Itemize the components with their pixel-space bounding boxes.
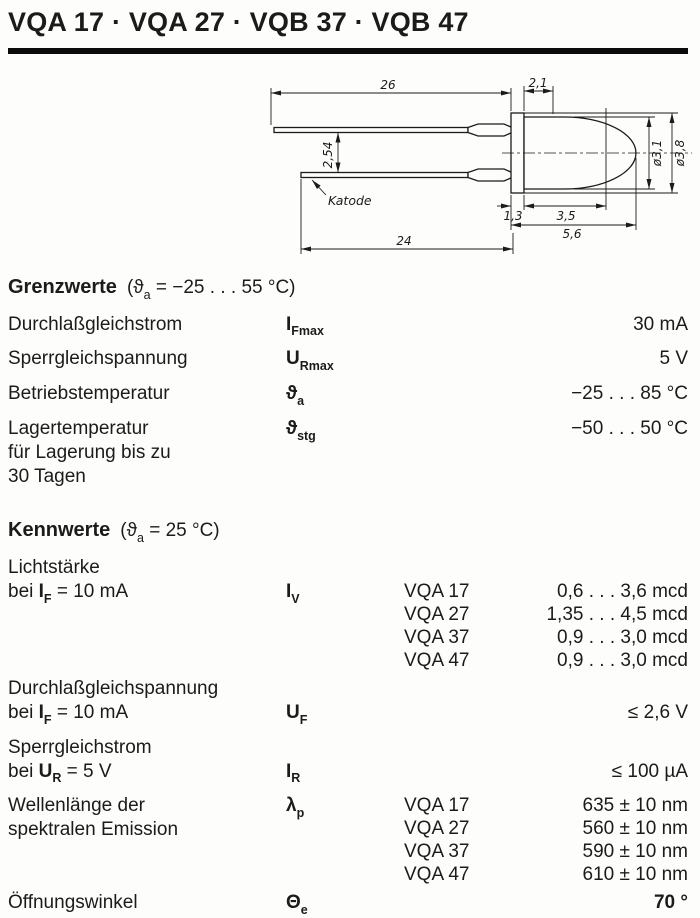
dim-dia-3-8-label: ø3,8 [673,139,687,167]
variant-value: 0,9 . . . 3,0 mcd [557,649,688,671]
spec-value: 5 V [659,348,688,370]
dim-1-3-label: 1,3 [503,209,522,223]
section-condition: (ϑa = 25 °C) [120,519,220,545]
spec-row-lagertemperatur: Lagertemperatur für Lagerung bis zu 30 T… [8,417,688,489]
spec-label: Lichtstärke [8,556,100,578]
section-title: Grenzwerte [8,275,117,298]
variant-name: VQA 47 [404,864,470,886]
spec-row-wellenlaenge: Wellenlänge der spektralen Emission λp V… [8,794,688,886]
dim-2-54-label: 2,54 [321,141,335,168]
variant-name: VQA 47 [404,649,470,671]
cathode-lead [300,168,513,182]
variant-value: 1,35 . . . 4,5 mcd [546,603,688,625]
grenzwerte-heading: Grenzwerte (ϑa = −25 . . . 55 °C) [8,275,688,302]
spec-condition-line: bei IF = 10 mA [8,580,129,606]
variant-value: 0,9 . . . 3,0 mcd [557,626,688,648]
spec-symbol: IR [286,760,301,786]
variant-row: VQA 17 0,6 . . . 3,6 mcd [404,580,688,603]
title-rule [8,47,688,54]
spec-row-sperrgleichspannung: Sperrgleichspannung URmax 5 V [8,347,688,377]
spec-symbol: IV [286,580,300,606]
variant-value: 610 ± 10 nm [582,864,689,886]
variant-name: VQA 17 [404,795,470,817]
section-condition: (ϑa = −25 . . . 55 °C) [126,276,296,302]
variant-row: VQA 47 0,9 . . . 3,0 mcd [404,649,688,672]
spec-value: 70 ° [653,892,688,914]
spec-condition-line: bei UR = 5 V [8,760,112,786]
spec-row-betriebstemperatur: Betriebstemperatur ϑa −25 . . . 85 °C [8,382,688,412]
spec-value: −25 . . . 85 °C [571,383,688,405]
variant-row: VQA 37 590 ± 10 nm [404,840,688,863]
spec-label: Wellenlänge der [8,795,145,817]
spec-label-line2: spektralen Emission [8,819,179,841]
variant-value: 0,6 . . . 3,6 mcd [557,580,688,602]
spec-symbol: IFmax [286,313,324,339]
spec-value: −50 . . . 50 °C [571,417,688,439]
variant-name: VQA 37 [404,841,470,863]
spec-row-oeffnungswinkel: Öffnungswinkel Θe 70 ° [8,891,688,918]
spec-label-line3: 30 Tagen [8,465,86,487]
variant-list: VQA 17 635 ± 10 nm VQA 27 560 ± 10 nm VQA … [404,794,688,886]
spec-label: Sperrgleichspannung [8,348,188,370]
variant-row: VQA 17 635 ± 10 nm [404,794,688,817]
grenzwerte-section: Grenzwerte (ϑa = −25 . . . 55 °C) Durchla… [8,276,688,489]
variant-name: VQA 27 [404,603,470,625]
spec-label: Durchlaßgleichstrom [8,313,183,335]
variant-row: VQA 37 0,9 . . . 3,0 mcd [404,626,688,649]
led-dimension-drawing: 26 2,1 2,54 ø3,1 ø3,8 1,3 3,5 5,6 24 Kat… [270,76,692,254]
variant-list: VQA 17 0,6 . . . 3,6 mcd VQA 27 1,35 . . .… [404,556,688,672]
spec-label: Betriebstemperatur [8,383,170,405]
spec-symbol: ϑstg [286,417,316,443]
katode-label: Katode [328,193,372,208]
spec-symbol: ϑa [286,383,305,408]
dim-3-5-label: 3,5 [556,209,575,223]
spec-row-sperrgleichstrom: Sperrgleichstrom bei UR = 5 V IR ≤ 100 µ… [8,736,688,790]
spec-row-durchlassgleichstrom: Durchlaßgleichstrom IFmax 30 mA [8,313,688,343]
kennwerte-heading: Kennwerte (ϑa = 25 °C) [8,518,688,545]
variant-value: 590 ± 10 nm [582,841,689,863]
spec-label: Lagertemperatur [8,417,149,439]
spec-label: Sperrgleichstrom [8,736,152,758]
section-title: Kennwerte [8,518,111,541]
variant-value: 635 ± 10 nm [582,795,689,817]
kennwerte-section: Kennwerte (ϑa = 25 °C) Lichtstärke bei IF… [8,519,688,918]
spec-condition-line: bei IF = 10 mA [8,701,129,727]
page-title: VQA 17 · VQA 27 · VQB 37 · VQB 47 [8,7,469,37]
dim-dia-3-1-label: ø3,1 [650,140,664,167]
dim-26-label: 26 [380,78,396,92]
anode-lead [273,123,513,137]
dim-5-6-label: 5,6 [562,227,581,241]
variant-row: VQA 27 560 ± 10 nm [404,817,688,840]
dimension-labels: 26 2,1 2,54 ø3,1 ø3,8 1,3 3,5 5,6 24 Kat… [321,76,687,248]
variant-row: VQA 27 1,35 . . . 4,5 mcd [404,603,688,626]
variant-name: VQA 27 [404,818,470,840]
spec-symbol: Θe [286,892,308,918]
spec-value: ≤ 2,6 V [627,701,688,723]
spec-symbol: URmax [286,348,334,374]
spec-symbol: UF [286,701,308,727]
variant-name: VQA 17 [404,580,470,602]
variant-row: VQA 47 610 ± 10 nm [404,863,688,886]
dim-2-1-label: 2,1 [528,76,547,90]
spec-label: Öffnungswinkel [8,892,138,914]
spec-value: ≤ 100 µA [611,760,688,782]
variant-value: 560 ± 10 nm [582,818,689,840]
spec-label: Durchlaßgleichspannung [8,677,219,699]
spec-label-line2: für Lagerung bis zu [8,441,171,463]
dim-24-label: 24 [396,234,411,248]
dimension-lines [270,85,678,254]
spec-row-lichtstaerke: Lichtstärke bei IF = 10 mA IV VQA 17 0,6 … [8,556,688,672]
variant-name: VQA 37 [404,626,470,648]
spec-value: 30 mA [633,313,688,335]
spec-symbol: λp [286,795,305,821]
spec-row-durchlassgleichspannung: Durchlaßgleichspannung bei IF = 10 mA UF… [8,677,688,731]
led-technical-drawing: 26 2,1 2,54 ø3,1 ø3,8 1,3 3,5 5,6 24 Kat… [266,76,692,276]
